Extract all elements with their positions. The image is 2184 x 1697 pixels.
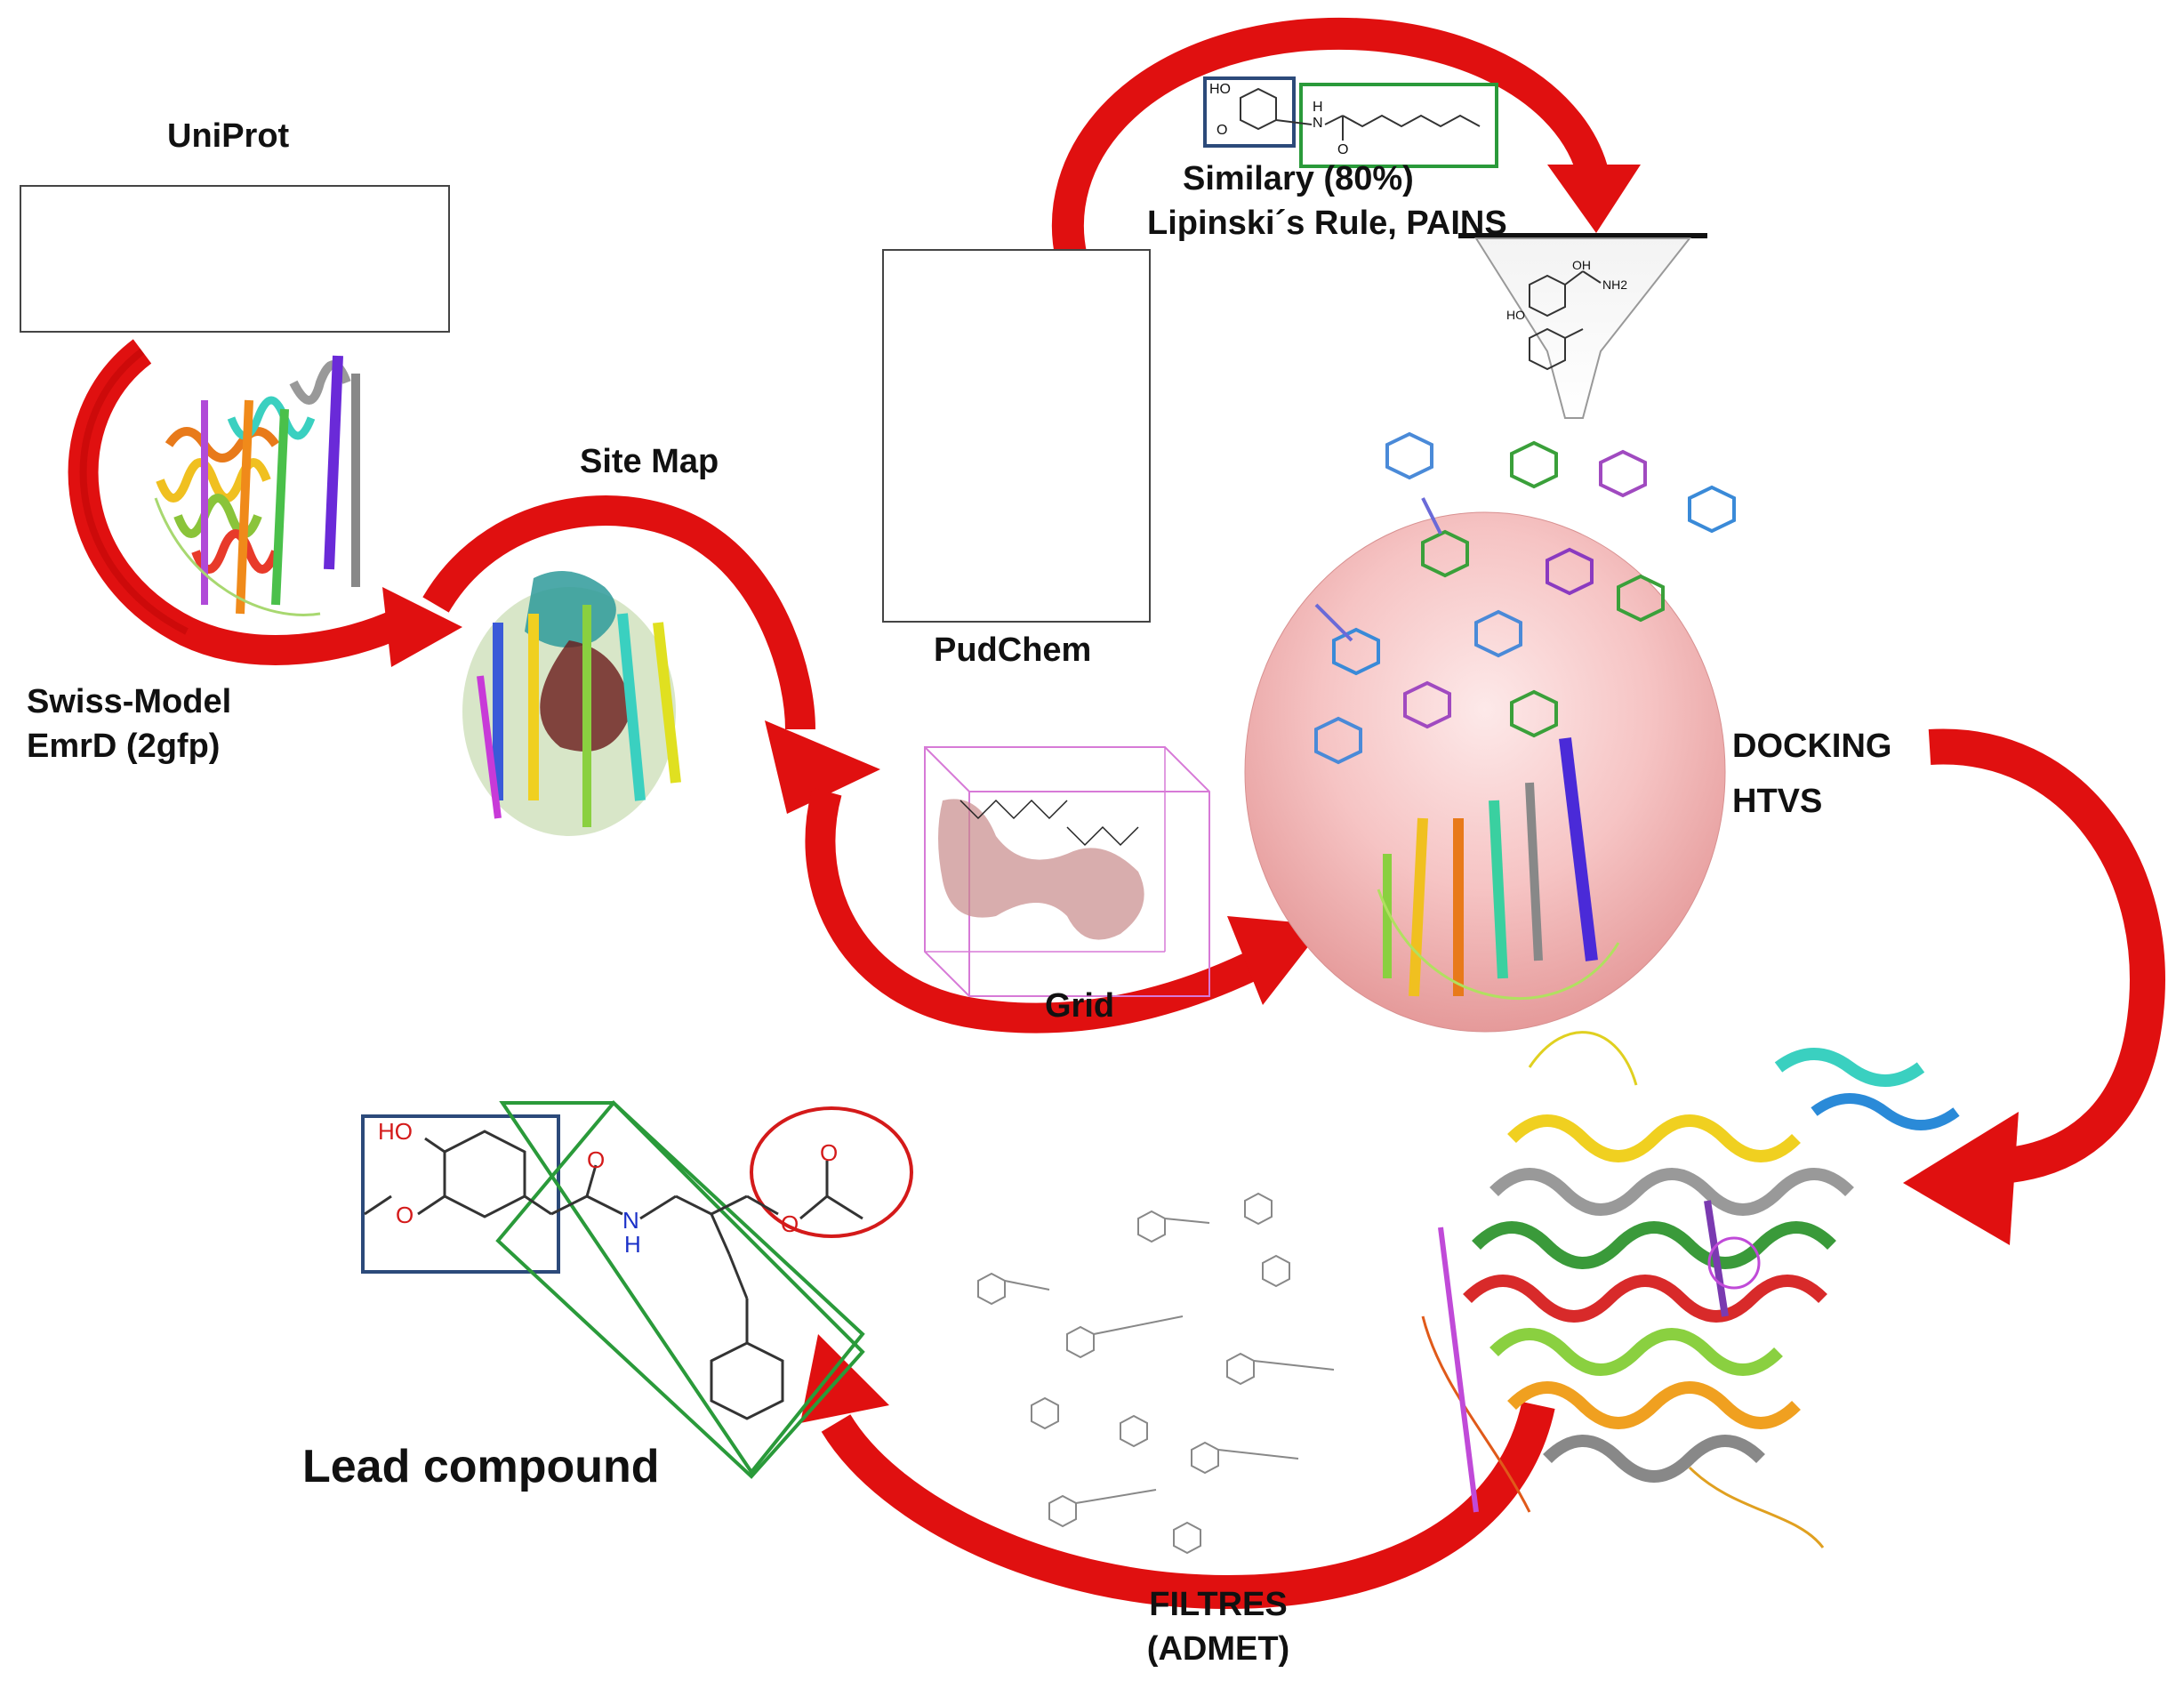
lead-n-atom: N [622, 1207, 639, 1234]
ref-o-atom: O [1216, 123, 1228, 138]
funnel-oh-atom: OH [1572, 258, 1591, 272]
arrow-uniprot-to-swissmodel [68, 339, 462, 667]
filter-funnel [1458, 233, 1707, 419]
ref-n-atom: N [1313, 116, 1323, 131]
filtres-label-line2: (ADMET) [1146, 1630, 1290, 1668]
ref-h-atom: H [1313, 100, 1323, 115]
lead-h-atom: H [624, 1231, 641, 1258]
uniprot-label: UniProt [167, 117, 290, 155]
lead-o-atom-carbonyl: O [587, 1146, 606, 1173]
docking-label-line1: DOCKING [1732, 728, 1892, 765]
grid-box [924, 746, 1210, 997]
lead-o-atom-ether: O [396, 1202, 414, 1228]
swiss-model-label-line1: Swiss-Model [27, 683, 232, 720]
filtered-molecules [977, 1192, 1335, 1555]
pubchem-compound-grid [882, 249, 1151, 623]
funnel-nh2-atom: NH2 [1602, 277, 1628, 292]
lead-o-atom-ester: O [781, 1210, 799, 1237]
swiss-model-label-line2: EmrD (2gfp) [27, 728, 221, 765]
arrow-filtres-to-lead [800, 1334, 1555, 1610]
funnel-ho-atom: HO [1506, 308, 1525, 322]
uniprot-sequence-panel [20, 185, 450, 333]
similarity-label-line1: Similary (80%) [1183, 160, 1414, 197]
filtres-label-line1: FILTRES [1149, 1586, 1288, 1623]
reference-molecule [1203, 76, 1498, 168]
ref-o-carbonyl: O [1337, 142, 1349, 157]
swiss-model-protein-structure [154, 355, 360, 616]
arrow-docking-to-protein [1903, 728, 2165, 1245]
docking-sphere [1244, 431, 1736, 1033]
grid-label: Grid [1045, 987, 1115, 1025]
docking-label-line2: HTVS [1732, 783, 1823, 820]
lead-compound-structure [361, 1100, 913, 1479]
ref-ho-atom: HO [1209, 82, 1231, 97]
arrow-sitemap-to-grid [422, 495, 880, 814]
similarity-label-line2: Lipinski´s Rule, PAINS [1147, 205, 1507, 242]
sitemap-protein-structure [462, 571, 681, 836]
pudchem-label: PudChem [934, 631, 1092, 669]
docking-protein-ribbon [1377, 737, 1620, 1000]
arrow-pubchem-to-funnel [1052, 17, 1641, 261]
lead-ho-atom: HO [378, 1118, 413, 1145]
site-map-label: Site Map [580, 443, 719, 480]
docked-complex-protein [1421, 1031, 1960, 1548]
docked-ligands [1314, 431, 1736, 765]
lead-compound-label: Lead compound [302, 1441, 660, 1492]
lead-o-atom-acetyl: O [820, 1139, 839, 1166]
